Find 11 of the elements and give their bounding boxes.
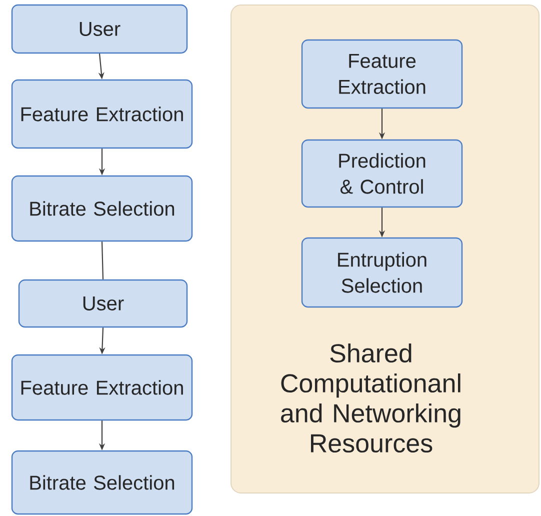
process-box: Feature Extraction <box>301 39 463 109</box>
process-box: Feature Extraction <box>11 354 193 421</box>
process-box: User <box>11 4 188 54</box>
process-box: Bitrate Selection <box>11 450 193 515</box>
process-box: User <box>18 279 188 328</box>
process-box: Prediction & Control <box>301 139 463 208</box>
process-box: Entruption Selection <box>301 237 463 308</box>
connector-line <box>101 242 104 280</box>
process-box: Bitrate Selection <box>11 175 193 242</box>
process-box: Feature Extraction <box>11 79 193 149</box>
panel-label: Shared Computationanl and Networking Resources <box>281 343 460 453</box>
